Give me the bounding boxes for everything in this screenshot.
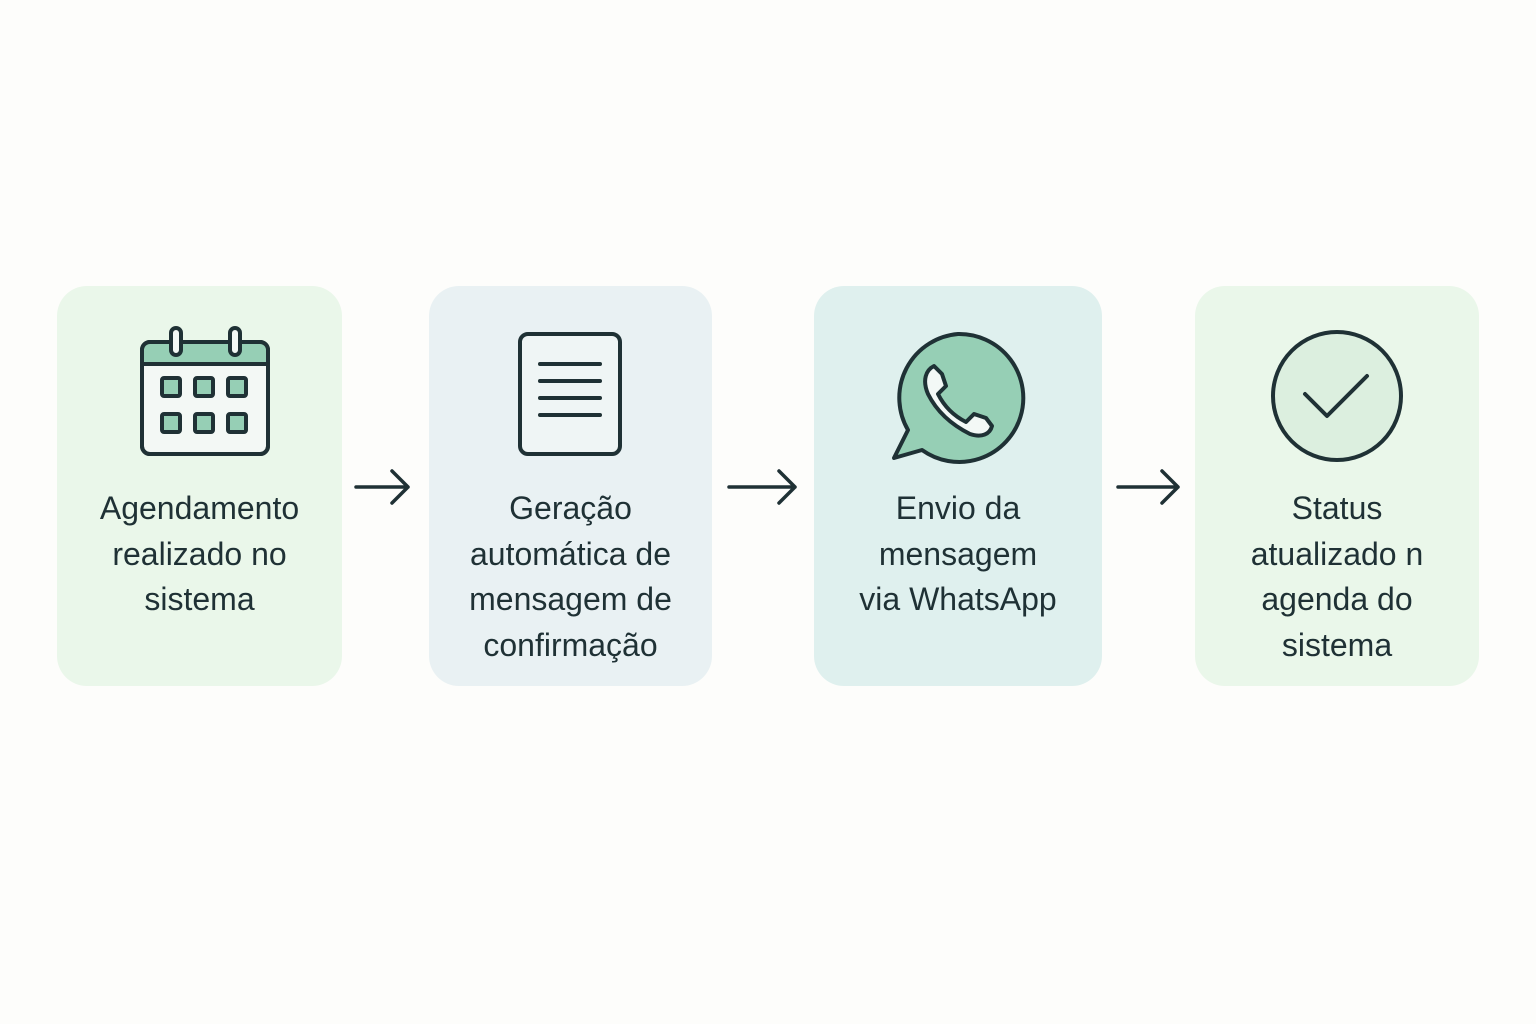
- step-label: Agendamento realizado no sistema: [99, 490, 300, 617]
- arrow-right-icon: [1116, 469, 1180, 505]
- document-icon: [517, 332, 622, 456]
- arrow-right-icon: [354, 469, 410, 505]
- step-label: Geração automática de mensagem de confir…: [469, 490, 672, 663]
- step-label: Envio da mensagem via WhatsApp: [859, 490, 1057, 617]
- check-circle-icon: [1271, 330, 1403, 462]
- calendar-icon: [139, 326, 270, 456]
- arrow-right-icon: [727, 469, 797, 505]
- step-label: Status atualizado n agenda do sistema: [1250, 490, 1424, 663]
- step-card-scheduling: Agendamento realizado no sistema: [57, 286, 342, 686]
- step-card-status-updated: Status atualizado n agenda do sistema: [1195, 286, 1479, 686]
- step-card-whatsapp-send: Envio da mensagem via WhatsApp: [814, 286, 1102, 686]
- whatsapp-icon: [892, 331, 1026, 464]
- step-card-message-generation: Geração automática de mensagem de confir…: [429, 286, 712, 686]
